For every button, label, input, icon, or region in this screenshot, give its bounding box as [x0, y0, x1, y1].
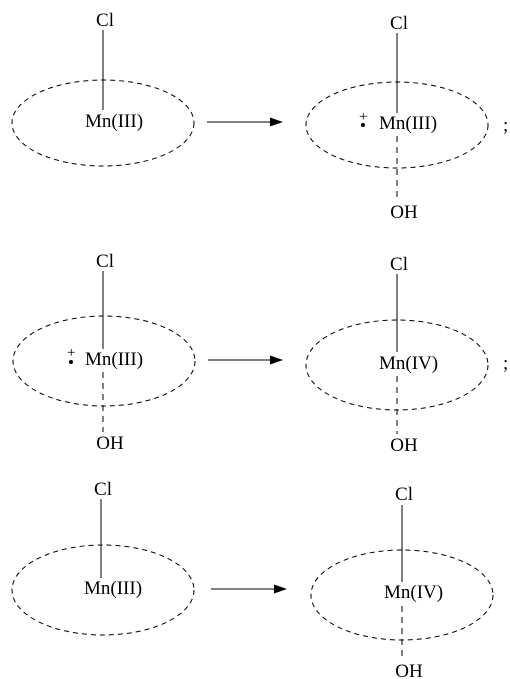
radical-dot [361, 123, 365, 127]
hydroxide-label: OH [390, 202, 418, 223]
reaction-row-3: Cl Mn(III) Cl Mn(IV) OH [11, 479, 494, 679]
product-complex: Cl Mn(III) + OH [305, 13, 489, 223]
chlorine-label: Cl [94, 479, 112, 500]
metal-label: Mn(III) [85, 111, 143, 132]
chlorine-label: Cl [96, 10, 114, 31]
separator: ; [503, 115, 508, 136]
reactant-complex: Cl Mn(III) [11, 10, 195, 167]
reaction-arrow [208, 355, 283, 365]
metal-label: Mn(III) [379, 113, 437, 134]
hydroxide-label: OH [96, 433, 124, 454]
chlorine-label: Cl [390, 254, 408, 275]
radical-cation-charge: + [359, 109, 367, 125]
metal-label: Mn(III) [85, 349, 143, 370]
porphyrin-ring [12, 315, 196, 407]
chlorine-label: Cl [395, 484, 413, 505]
reactant-complex: Cl Mn(III) + OH [12, 251, 196, 454]
reactant-complex: Cl Mn(III) [11, 479, 195, 636]
chlorine-label: Cl [96, 251, 114, 272]
reaction-arrow [207, 117, 283, 127]
metal-label: Mn(IV) [384, 582, 443, 603]
metal-label: Mn(IV) [379, 353, 438, 374]
hydroxide-label: OH [390, 435, 418, 456]
reaction-arrow [211, 584, 287, 594]
radical-dot [69, 360, 73, 364]
reaction-row-1: Cl Mn(III) Cl Mn(III) + OH ; [11, 10, 508, 223]
product-complex: Cl Mn(IV) OH [310, 484, 494, 679]
radical-cation-charge: + [67, 345, 75, 361]
chlorine-label: Cl [390, 13, 408, 34]
metal-label: Mn(III) [84, 578, 142, 599]
reaction-row-2: Cl Mn(III) + OH Cl Mn(IV) OH ; [12, 251, 508, 456]
hydroxide-label: OH [395, 661, 423, 679]
separator: ; [503, 353, 508, 374]
product-complex: Cl Mn(IV) OH [305, 254, 489, 456]
porphyrin-ring [11, 544, 195, 636]
